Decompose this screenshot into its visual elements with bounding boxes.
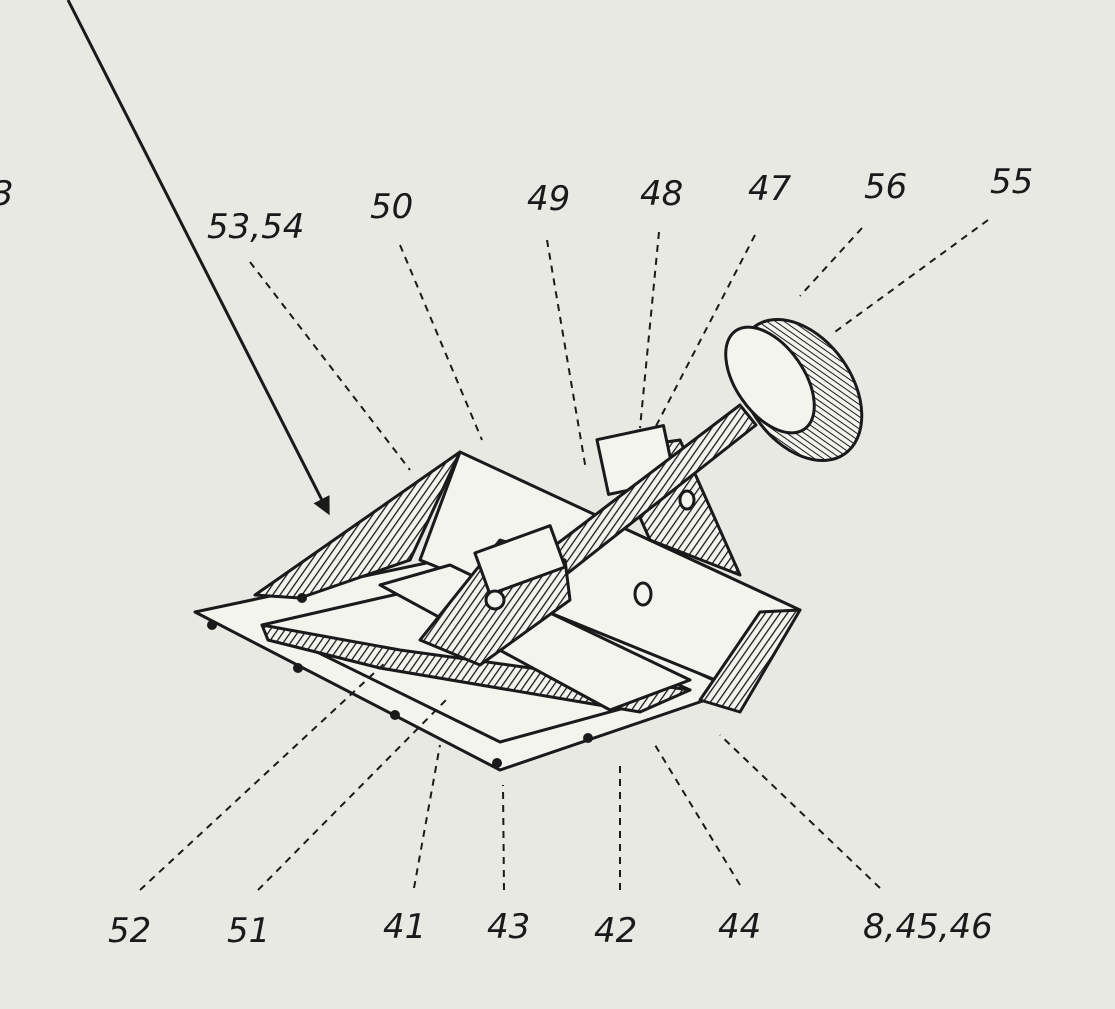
label-47: 47 [748, 169, 792, 209]
wall-hole [633, 581, 653, 607]
right-wall [698, 608, 802, 714]
label-56: 56 [864, 167, 907, 207]
label-41: 41 [383, 907, 426, 947]
label-42: 42 [594, 911, 637, 951]
label-8-45-46: 8,45,46 [863, 907, 993, 947]
mechanism-drawing [193, 317, 864, 772]
clamp-bolt [484, 589, 506, 611]
label-52: 52 [108, 911, 151, 951]
label-51: 51 [227, 911, 270, 951]
label-55: 55 [990, 162, 1033, 202]
bracket-bolt [678, 489, 696, 511]
edge-number: 3 [0, 174, 14, 214]
plate-holes [207, 593, 593, 768]
clamp-top [473, 524, 567, 596]
knob-face [724, 325, 816, 435]
label-43: 43 [487, 907, 530, 947]
label-48: 48 [640, 174, 683, 214]
left-wall [253, 450, 462, 600]
label-49: 49 [527, 179, 570, 219]
label-44: 44 [718, 907, 761, 947]
label-50: 50 [370, 187, 413, 227]
pointer-arrow [66, 0, 330, 516]
label-53-54: 53,54 [207, 207, 304, 247]
leader-lines [139, 219, 989, 891]
